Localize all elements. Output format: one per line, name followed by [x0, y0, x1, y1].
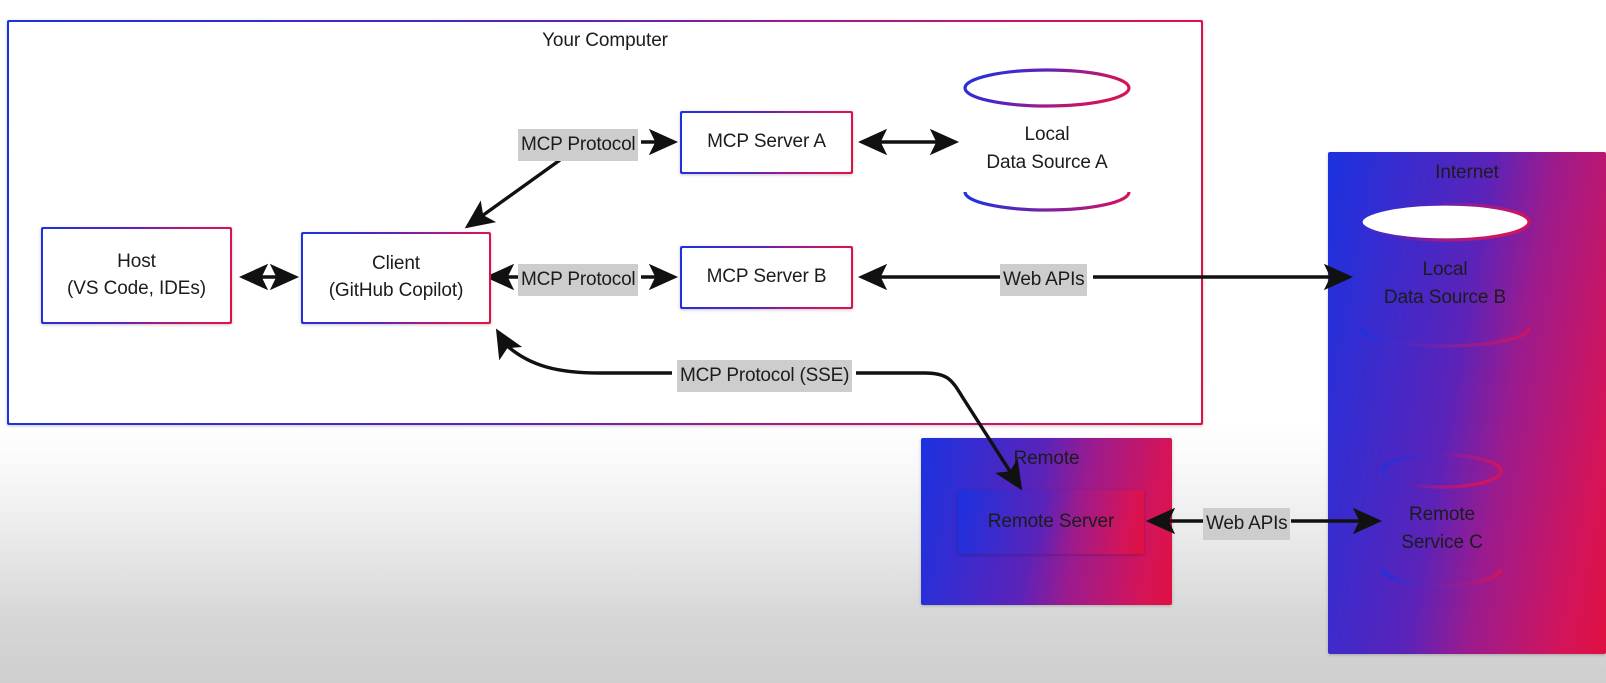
node-host[interactable]: Host (VS Code, IDEs) [41, 227, 232, 324]
node-remote-server[interactable]: Remote Server [958, 490, 1144, 554]
node-client-line2: (GitHub Copilot) [328, 280, 464, 301]
cylinder-local-data-source-b[interactable]: Local Data Source B [1357, 200, 1533, 350]
label-mcp-protocol-a: MCP Protocol [518, 129, 639, 161]
container-remote-title: Remote [1013, 448, 1080, 469]
node-mcp-server-b-label: MCP Server B [706, 266, 827, 288]
label-web-apis-b: Web APIs [1000, 264, 1088, 296]
node-mcp-server-a[interactable]: MCP Server A [680, 111, 853, 174]
label-mcp-protocol-b: MCP Protocol [518, 264, 639, 296]
node-client-line1: Client [372, 253, 420, 275]
container-internet-title: Internet [1435, 162, 1499, 183]
node-host-line1: Host [117, 250, 156, 272]
cylinder-remote-service-c[interactable]: Remote Service C [1379, 451, 1505, 591]
node-mcp-server-b[interactable]: MCP Server B [680, 246, 853, 309]
node-mcp-server-a-label: MCP Server A [707, 131, 826, 153]
container-your-computer-title: Your Computer [542, 30, 668, 51]
label-mcp-protocol-sse: MCP Protocol (SSE) [677, 360, 853, 392]
cylinder-local-data-source-a[interactable]: Local Data Source A [961, 66, 1133, 214]
node-host-line2: (VS Code, IDEs) [67, 277, 206, 299]
node-client[interactable]: Client (GitHub Copilot) [301, 232, 491, 324]
label-web-apis-c: Web APIs [1203, 508, 1291, 540]
node-remote-server-label: Remote Server [987, 510, 1115, 532]
